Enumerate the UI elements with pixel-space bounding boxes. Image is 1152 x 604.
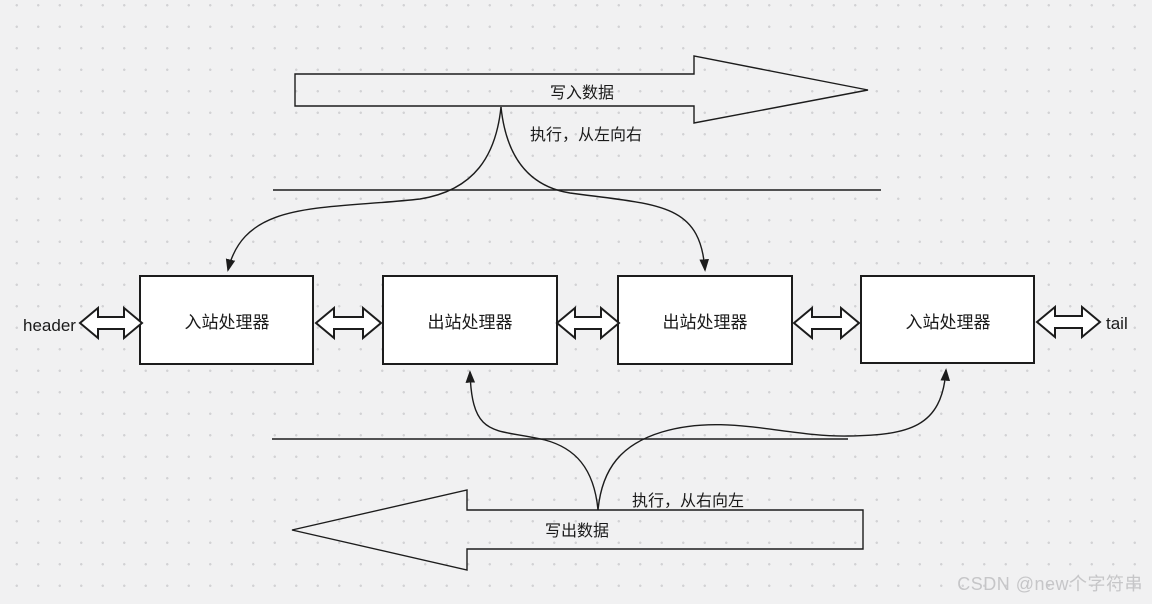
top-split-curve-left bbox=[225, 106, 502, 272]
exec-left-to-right-label: 执行，从左向右 bbox=[530, 126, 642, 144]
exec-right-to-left-label: 执行，从右向左 bbox=[632, 492, 744, 510]
handler-box-outbound-2 bbox=[617, 275, 793, 365]
handler-box-inbound-2-label: 入站处理器 bbox=[906, 313, 991, 332]
link-arrow-box1-box2-icon bbox=[314, 305, 383, 341]
link-arrow-box2-box3-icon bbox=[555, 305, 621, 341]
handler-box-inbound-1-label: 入站处理器 bbox=[185, 313, 270, 332]
link-arrow-box3-box4-icon bbox=[792, 305, 861, 341]
link-arrow-header-box1-icon bbox=[78, 305, 144, 341]
write-in-big-arrow bbox=[294, 55, 869, 124]
watermark-text: CSDN @new个字符串 bbox=[957, 574, 1143, 594]
write-out-big-arrow bbox=[291, 489, 864, 571]
header-label: header bbox=[23, 316, 76, 335]
bottom-merge-curve-left bbox=[465, 370, 599, 511]
handler-box-inbound-1 bbox=[139, 275, 314, 365]
handler-box-outbound-2-label: 出站处理器 bbox=[663, 313, 748, 332]
handler-box-inbound-2 bbox=[860, 275, 1035, 364]
handler-box-outbound-1-label: 出站处理器 bbox=[428, 313, 513, 332]
tail-label: tail bbox=[1106, 314, 1128, 333]
link-arrow-box4-tail-icon bbox=[1035, 304, 1102, 340]
top-split-curve-right bbox=[500, 106, 709, 272]
write-in-label: 写入数据 bbox=[550, 84, 614, 102]
write-out-label: 写出数据 bbox=[545, 522, 609, 540]
handler-box-outbound-1 bbox=[382, 275, 558, 365]
bottom-merge-curve-right bbox=[597, 368, 951, 511]
